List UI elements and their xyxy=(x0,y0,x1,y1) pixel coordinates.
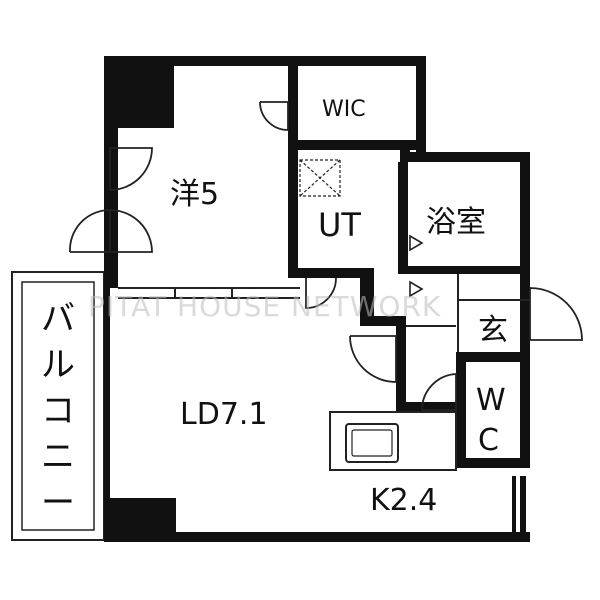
partitions xyxy=(118,274,530,352)
wic-door xyxy=(259,101,289,131)
washer-space xyxy=(299,159,341,197)
kitchen-counter xyxy=(329,411,457,471)
label-toilet-c: C xyxy=(478,423,499,458)
label-kitchen: K2.4 xyxy=(370,483,437,518)
entrance-door xyxy=(529,287,583,341)
walls xyxy=(104,56,530,542)
door-markers xyxy=(409,234,424,298)
watermark-text: PITAT HOUSE NETWORK xyxy=(88,290,441,323)
label-wic: WIC xyxy=(322,97,366,122)
hall-marker xyxy=(409,280,424,298)
ut-door xyxy=(305,277,337,309)
label-utility: UT xyxy=(318,206,361,244)
hall-door xyxy=(349,335,397,383)
label-living-dining: LD7.1 xyxy=(180,397,268,432)
doors xyxy=(69,101,583,411)
label-toilet-w: W xyxy=(476,383,506,418)
toilet-door xyxy=(421,373,457,411)
balcony-door-swing xyxy=(69,209,111,253)
label-western-room: 洋5 xyxy=(170,177,219,212)
label-entrance: 玄 xyxy=(478,313,508,348)
balcony-door-left xyxy=(109,147,153,191)
label-bathroom: 浴室 xyxy=(426,205,486,240)
label-balcony: バルコニー xyxy=(41,299,75,523)
balcony-door-swing-2 xyxy=(109,209,153,253)
